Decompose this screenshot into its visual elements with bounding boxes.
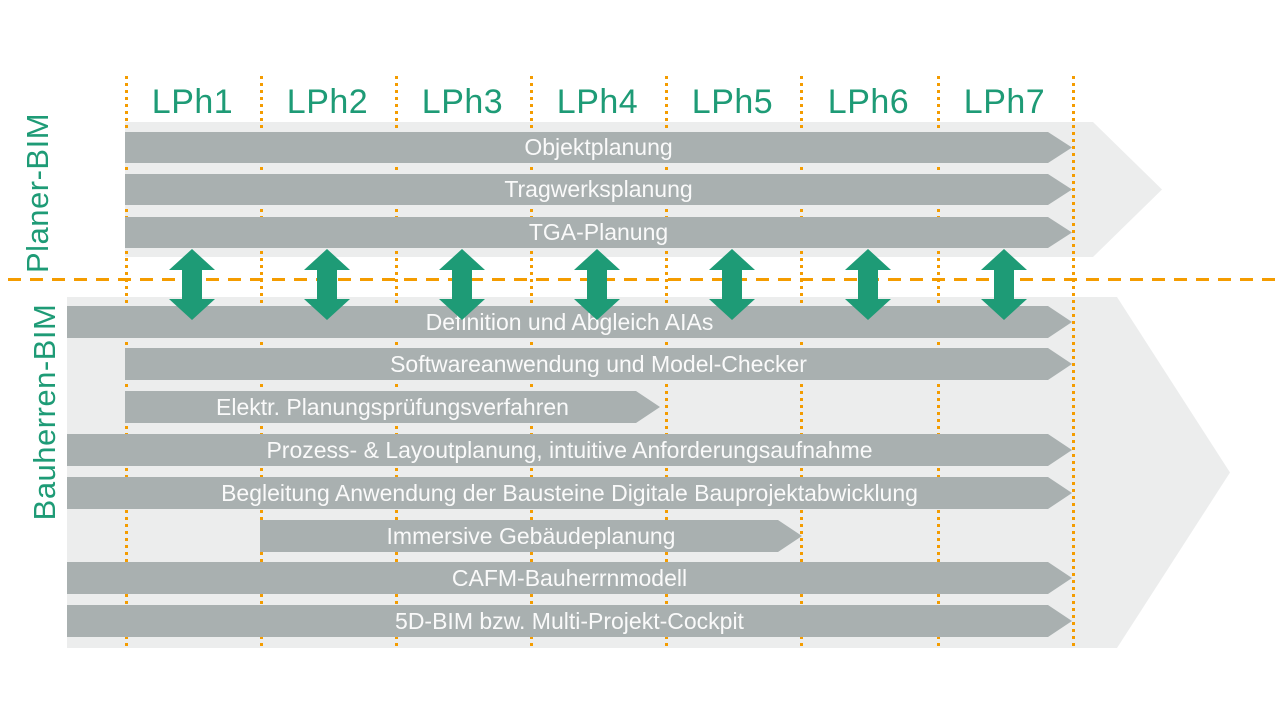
bar-cafm-bauherrnmodell: CAFM-Bauherrnmodell <box>67 562 1072 594</box>
sync-arrow-icon <box>169 249 215 320</box>
bar-tragwerksplanung: Tragwerksplanung <box>125 174 1072 205</box>
bar-begleitung-bausteine: Begleitung Anwendung der Bausteine Digit… <box>67 477 1072 509</box>
sync-arrow-icon <box>574 249 620 320</box>
sync-arrow-icon <box>845 249 891 320</box>
phase-label-lph7: LPh7 <box>963 83 1046 121</box>
sync-arrow-icon <box>981 249 1027 320</box>
bar-tga-planung: TGA-Planung <box>125 217 1072 248</box>
phase-label-lph5: LPh5 <box>691 83 774 121</box>
section-divider-line <box>8 278 1280 281</box>
sync-arrow-icon <box>439 249 485 320</box>
section-label-bauherren-bim: Bauherren-BIM <box>27 303 62 521</box>
bar-elektr-planungspruefung: Elektr. Planungsprüfungsverfahren <box>125 391 660 423</box>
phase-label-lph4: LPh4 <box>556 83 639 121</box>
sync-arrow-icon <box>304 249 350 320</box>
sync-arrow-icon <box>709 249 755 320</box>
bar-definition-aias: Definition und Abgleich AIAs <box>67 306 1072 338</box>
section-label-planer-bim: Planer-BIM <box>20 112 55 274</box>
phase-label-lph1: LPh1 <box>151 83 234 121</box>
bar-immersive-gebaeudeplanung: Immersive Gebäudeplanung <box>260 520 802 552</box>
bar-5d-bim-cockpit: 5D-BIM bzw. Multi-Projekt-Cockpit <box>67 605 1072 637</box>
bar-softwareanwendung-model-checker: Softwareanwendung und Model-Checker <box>125 348 1072 380</box>
phase-divider-line <box>1072 76 1075 650</box>
phase-label-lph2: LPh2 <box>286 83 369 121</box>
phase-label-lph6: LPh6 <box>827 83 910 121</box>
bar-objektplanung: Objektplanung <box>125 132 1072 163</box>
phase-label-lph3: LPh3 <box>421 83 504 121</box>
bar-prozess-layoutplanung: Prozess- & Layoutplanung, intuitive Anfo… <box>67 434 1072 466</box>
